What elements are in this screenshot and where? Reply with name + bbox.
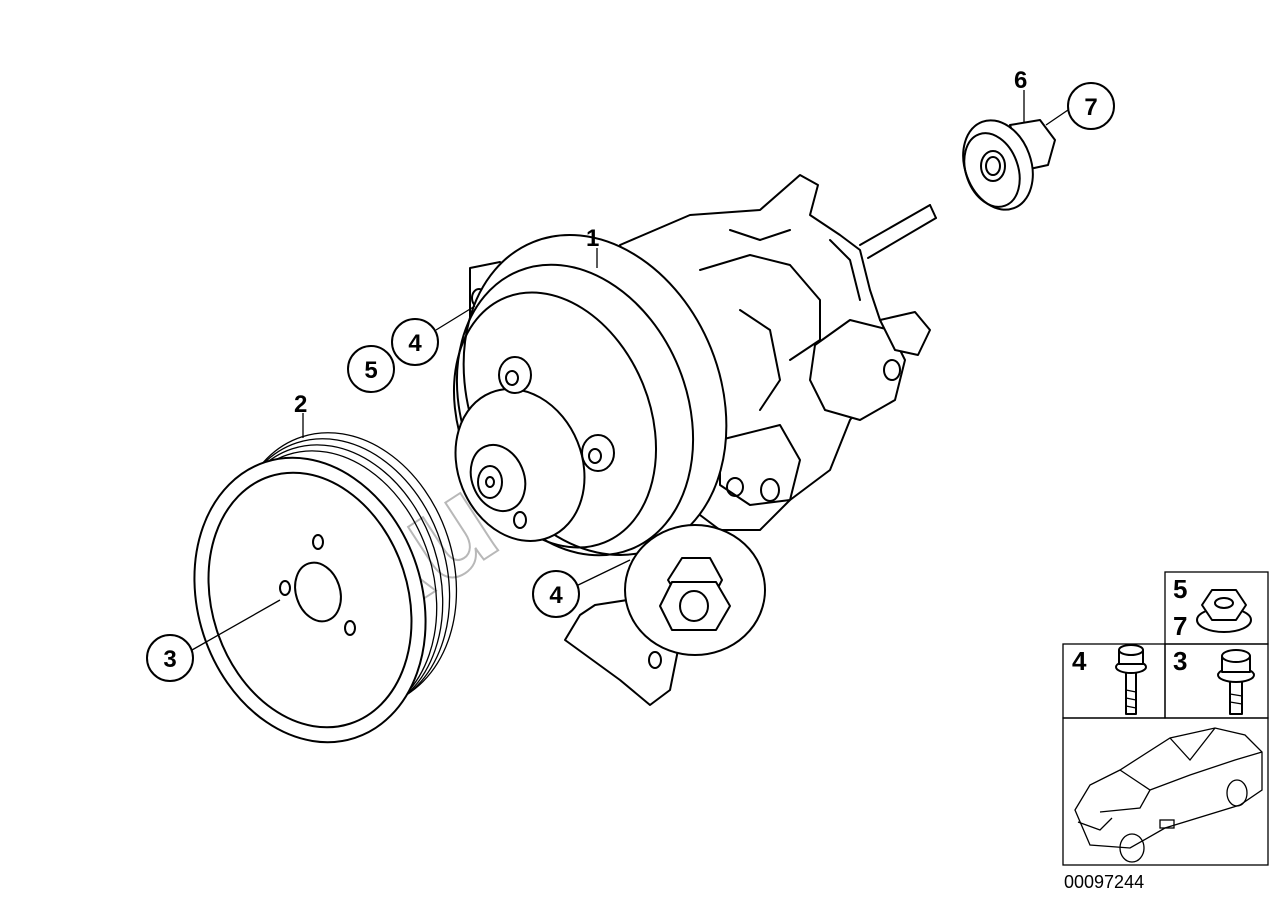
long-bolt-icon <box>1115 644 1147 715</box>
callout-7[interactable]: 7 <box>1067 82 1115 130</box>
legend-nut[interactable]: 5 7 <box>1173 574 1252 641</box>
vehicle-thumbnail <box>1074 727 1263 863</box>
svg-text:7: 7 <box>1173 611 1187 641</box>
callout-1[interactable]: 1 <box>586 225 599 252</box>
car-icon <box>1074 727 1263 863</box>
legend-panel <box>1062 571 1269 866</box>
svg-text:4: 4 <box>549 582 563 609</box>
diagram-code: 00097244 <box>1064 872 1144 892</box>
legend-bolt-short[interactable]: 3 <box>1173 646 1255 715</box>
svg-text:4: 4 <box>408 330 422 357</box>
short-bolt-icon <box>1217 649 1255 715</box>
cap-drawing <box>962 119 1056 211</box>
callout-4-upper[interactable]: 4 <box>391 318 439 366</box>
pulley-drawing <box>193 432 458 744</box>
callout-2[interactable]: 2 <box>294 391 307 418</box>
svg-text:7: 7 <box>1084 94 1097 121</box>
leader-lines <box>191 90 1069 651</box>
svg-text:5: 5 <box>1173 574 1187 604</box>
legend-bolt-long[interactable]: 4 <box>1072 644 1147 715</box>
svg-text:3: 3 <box>1173 646 1187 676</box>
callout-3[interactable]: 3 <box>146 634 194 682</box>
svg-text:1: 1 <box>586 225 599 252</box>
svg-text:4: 4 <box>1072 646 1087 676</box>
callout-5[interactable]: 5 <box>347 345 395 393</box>
svg-text:5: 5 <box>364 357 377 384</box>
callout-4-lower[interactable]: 4 <box>532 570 580 618</box>
svg-text:6: 6 <box>1014 67 1027 94</box>
pump-drawing <box>452 174 937 706</box>
callout-6[interactable]: 6 <box>1014 67 1027 94</box>
svg-text:2: 2 <box>294 391 307 418</box>
flange-nut-icon <box>1196 589 1252 633</box>
svg-text:3: 3 <box>163 646 176 673</box>
